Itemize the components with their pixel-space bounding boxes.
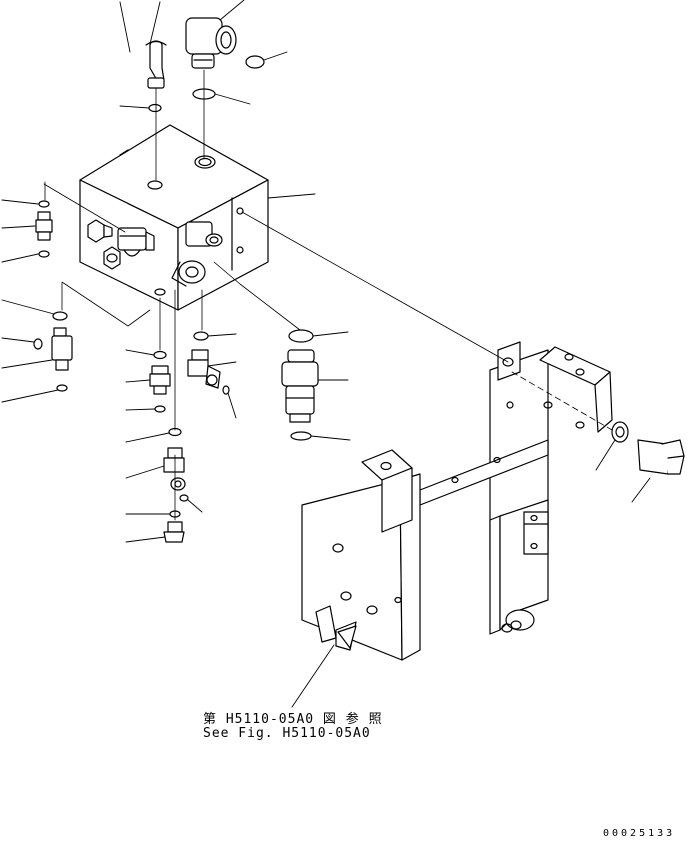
- leader-lines: [2, 0, 650, 707]
- check-valve-left: [52, 328, 72, 370]
- serial-number: 00025133: [603, 828, 676, 839]
- elbow-fitting-top-small: [146, 41, 166, 88]
- union-fitting-left: [36, 212, 52, 240]
- o-ring-center-1: [154, 352, 166, 359]
- o-ring-bottom-right: [291, 432, 311, 440]
- o-ring-center-2: [155, 406, 165, 412]
- hex-plug-lower: [104, 247, 120, 269]
- o-ring-elbow: [194, 332, 208, 340]
- hex-plug-upper: [88, 220, 112, 242]
- o-ring-left-3: [53, 312, 67, 320]
- hex-bolt: [638, 440, 684, 474]
- reference-caption-english: See Fig. H5110-05A0: [203, 726, 371, 741]
- assembly-lines: [44, 70, 612, 520]
- elbow-fitting-top-large: [186, 18, 236, 68]
- o-ring-elbow-small: [223, 386, 229, 394]
- cartridge-valve: [118, 228, 154, 256]
- union-fitting-center: [150, 366, 170, 394]
- o-ring-center-4: [180, 495, 188, 501]
- valve-block: [80, 125, 268, 310]
- washer: [612, 422, 628, 442]
- round-port-lower: [172, 261, 205, 286]
- elbow-port-right: [186, 222, 222, 246]
- o-ring-left-2: [39, 251, 49, 257]
- o-ring-large-right: [289, 330, 313, 342]
- o-ring-left-1: [39, 201, 49, 207]
- mounting-bracket: [302, 342, 612, 660]
- plug-center: [164, 522, 184, 542]
- check-valve-large: [282, 350, 318, 422]
- o-ring-left-5: [57, 385, 67, 391]
- o-ring-top-small: [149, 105, 161, 112]
- o-ring-left-4: [34, 339, 42, 349]
- elbow-fitting-center: [188, 350, 220, 388]
- reference-caption-japanese: 第 H5110-05A0 図 参 照: [203, 712, 383, 727]
- front-port-hole: [155, 289, 165, 295]
- tee-fitting-center: [164, 448, 185, 490]
- o-ring-top-right: [246, 56, 264, 68]
- section-arrow: [338, 626, 356, 648]
